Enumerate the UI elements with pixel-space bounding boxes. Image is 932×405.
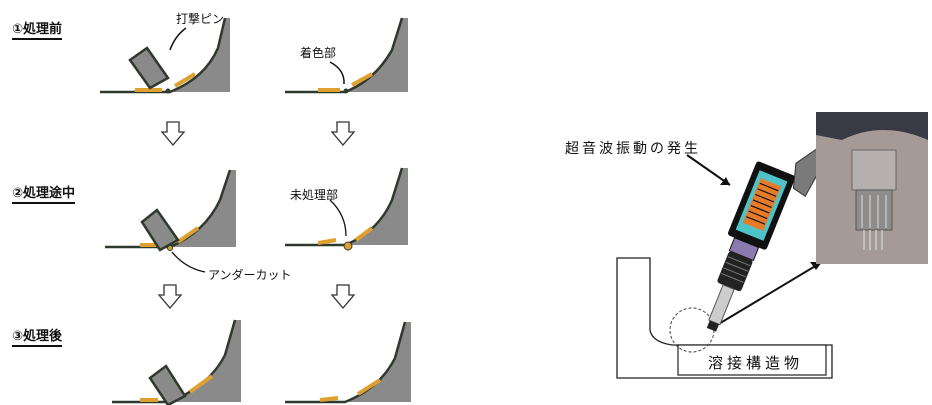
step-label-during: ②処理途中 — [12, 182, 76, 204]
welded-structure — [616, 257, 833, 379]
row-during-left — [105, 169, 236, 273]
label-ultrasonic-vibration: 超音波振動の発生 — [565, 141, 701, 157]
striking-pin-3 — [148, 364, 187, 405]
striking-pin-1 — [128, 46, 170, 90]
down-arrow-2 — [330, 121, 356, 147]
device-photo — [816, 112, 928, 264]
row-before-left — [100, 17, 230, 94]
annotation-undercut: アンダーカット — [208, 268, 292, 282]
down-arrow-3 — [157, 284, 183, 310]
annotation-untreated-part: 未処理部 — [290, 188, 339, 202]
down-arrow-1 — [160, 121, 186, 147]
row-after-right — [285, 321, 411, 404]
arrow-ultrasonic — [686, 154, 731, 186]
down-arrow-4 — [330, 284, 356, 310]
label-welded-structure: 溶接構造物 — [708, 354, 804, 372]
striking-pin-2 — [140, 208, 180, 252]
row-during-right — [285, 167, 408, 251]
row-before-right — [285, 17, 408, 94]
process-diagram — [100, 17, 411, 405]
annotation-colored-part: 着色部 — [300, 46, 337, 60]
step-label-after: ③処理後 — [12, 325, 63, 347]
annotation-striking-pin: 打撃ピン — [176, 12, 225, 26]
ultrasonic-device — [706, 144, 830, 332]
device-diagram — [616, 112, 928, 379]
step-label-before: ①処理前 — [12, 18, 63, 40]
row-after-left — [112, 319, 241, 405]
